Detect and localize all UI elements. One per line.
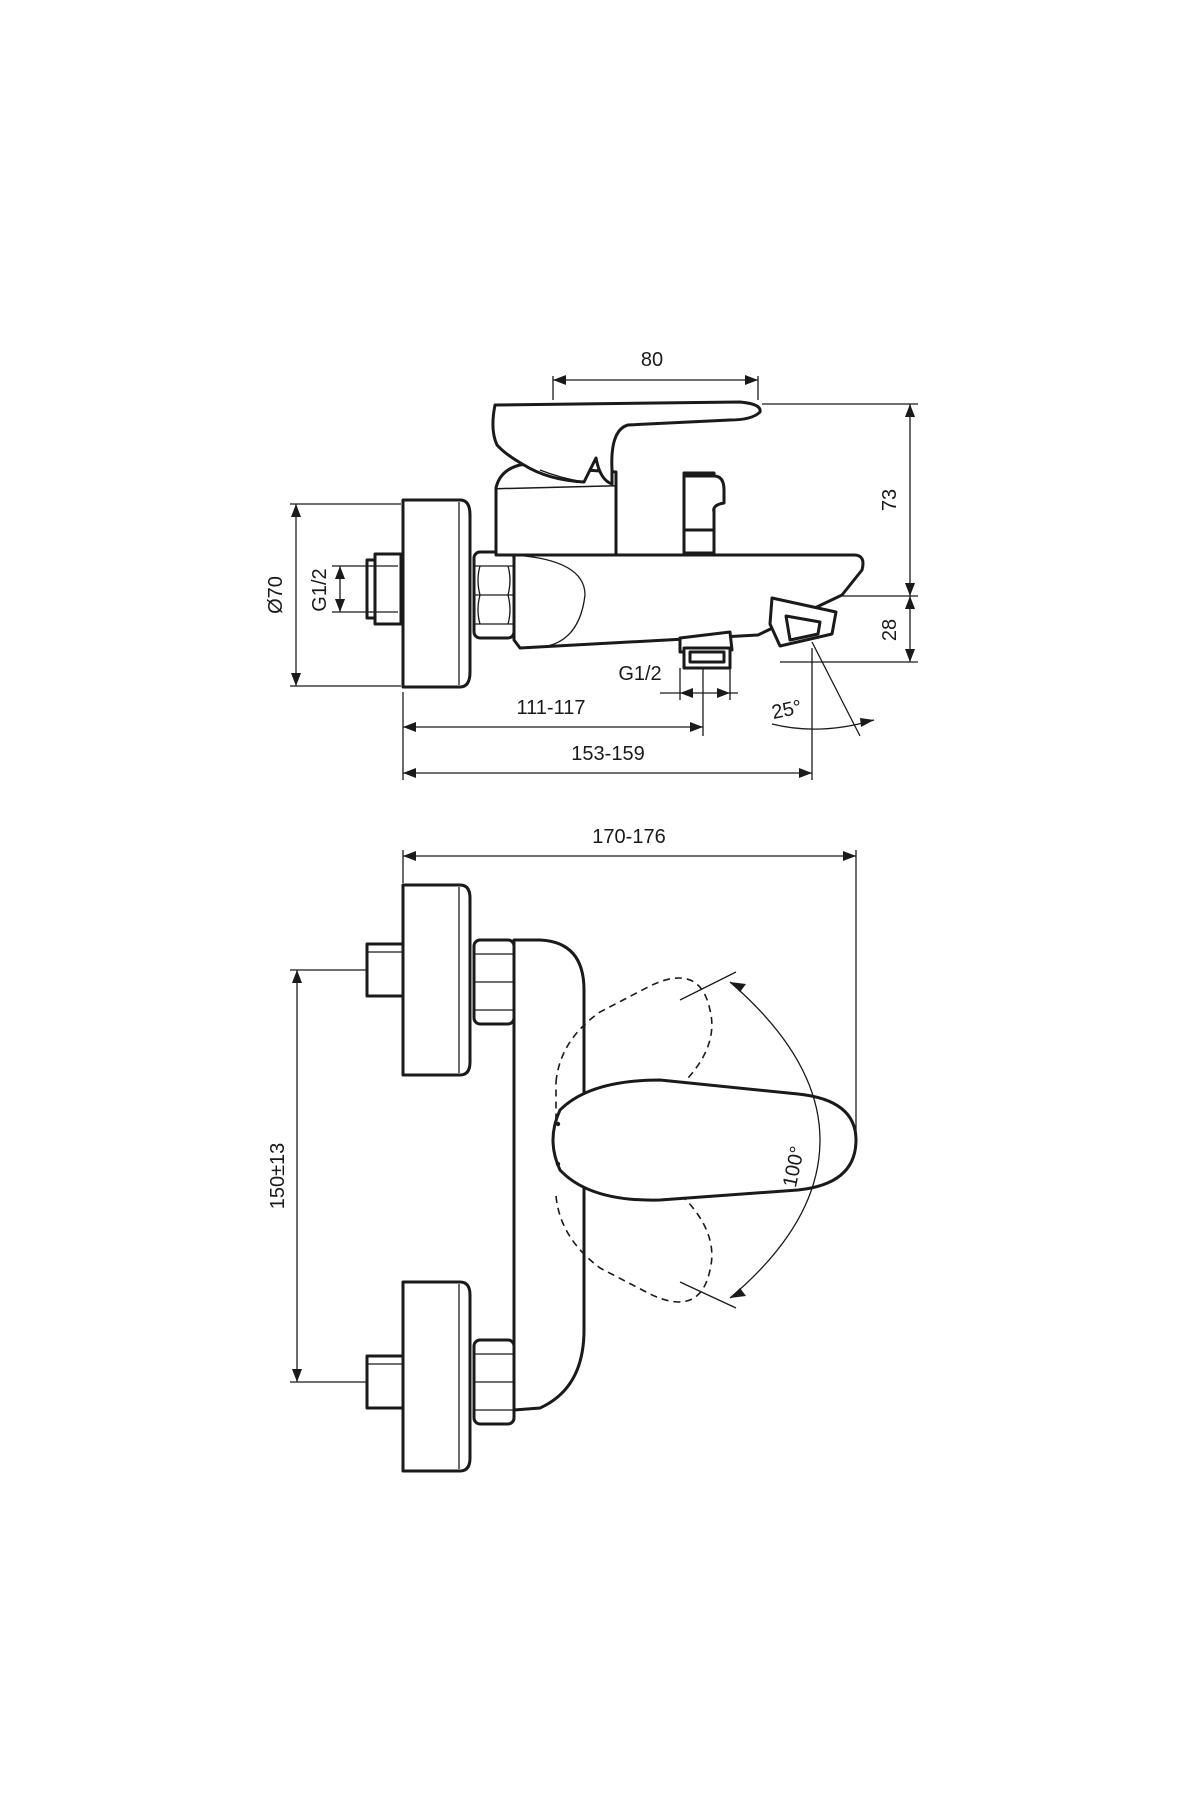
top-view: 170-176 150±13 100° [267,826,858,1473]
dim-150-13-label: 150±13 [267,1143,289,1210]
dim-angle-25-label: 25° [770,696,804,724]
dim-angle-25: 25° [770,641,875,737]
dim-g12-inlet-label: G1/2 [309,568,331,611]
dim-153-159-label: 153-159 [571,743,644,765]
connection-nut [472,550,516,640]
lower-inlet-nipple [365,1354,405,1410]
dim-111-117-label: 111-117 [517,697,586,719]
dim-g12-inlet: G1/2 [309,565,372,613]
lever-pivot-upper [555,1121,561,1127]
dim-diameter-70: Ø70 [265,503,401,687]
lever-handle [491,400,762,486]
wall-rosette [401,498,472,689]
lever-rotated-outline [555,977,713,1303]
lower-nut [472,1338,516,1426]
diverter-knob [682,471,726,555]
dim-73: 73 [762,403,918,597]
dim-80-label: 80 [641,349,663,371]
lever-pivot-lower [555,1161,561,1167]
dim-153-159: 153-159 [403,648,813,780]
upper-rosette [401,883,472,1077]
inlet-nipple [365,552,403,626]
dim-diameter-70-label: Ø70 [265,576,287,614]
spout-outlet [768,596,838,648]
dim-g12-outlet: G1/2 [618,663,738,700]
dim-111-117: 111-117 [402,668,704,780]
upper-inlet-nipple [365,942,405,998]
upper-nut [472,938,516,1026]
dim-28: 28 [780,596,918,663]
dim-73-label: 73 [879,489,901,511]
dim-170-176-label: 170-176 [592,826,665,848]
lever-handle-top [551,1078,858,1202]
side-view: 80 73 28 Ø70 [265,349,918,780]
dim-28-label: 28 [879,619,901,641]
dim-150-13: 150±13 [267,969,367,1383]
dim-170-176: 170-176 [402,826,857,1140]
dim-80: 80 [552,349,759,400]
dim-g12-outlet-label: G1/2 [618,663,661,685]
outlet-connection [678,630,734,670]
mixer-body-top [512,938,586,1412]
lower-rosette [401,1280,472,1473]
